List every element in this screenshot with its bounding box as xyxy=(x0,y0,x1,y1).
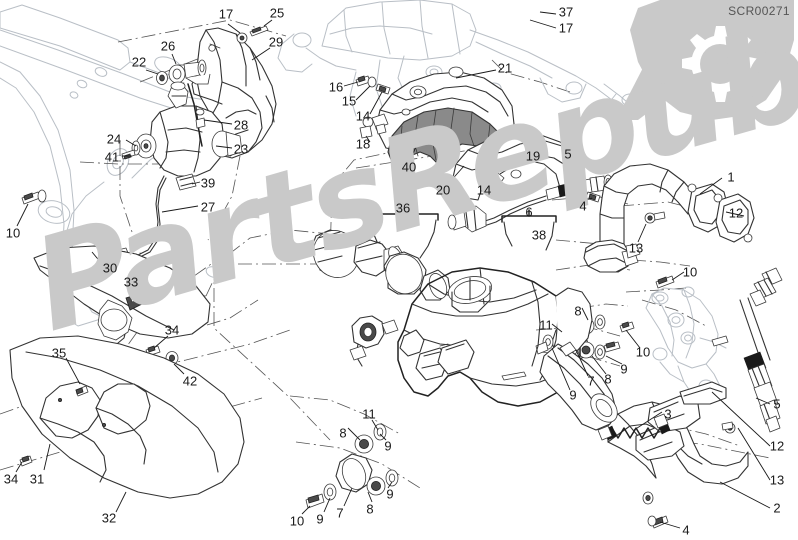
callout-number[interactable]: 8 xyxy=(366,501,374,517)
part-31-bracket-35-screw xyxy=(75,385,89,397)
part-4-bolt-washer-upper xyxy=(573,190,601,203)
callout-number[interactable]: 36 xyxy=(395,200,411,216)
callout-number[interactable]: 42 xyxy=(182,373,198,389)
part-23-valve-assembly xyxy=(81,81,243,279)
callout-number[interactable]: 38 xyxy=(531,227,547,243)
silencer-main-body xyxy=(397,267,593,407)
silencer-inlet-pipes xyxy=(311,229,451,301)
callout-number[interactable]: 18 xyxy=(355,136,371,152)
part-16-15-14-18-fasteners xyxy=(355,75,391,139)
callout-number[interactable]: 25 xyxy=(269,5,285,21)
callout-number[interactable]: 26 xyxy=(160,38,176,54)
callout-number[interactable]: 8 xyxy=(339,425,347,441)
part-8-clamp-right xyxy=(583,239,641,273)
callout-number[interactable]: 34 xyxy=(164,322,180,338)
drawing-id-label: SCR00271 xyxy=(728,4,790,18)
callout-number[interactable]: 37 xyxy=(558,4,574,20)
callout-number[interactable]: 10 xyxy=(5,225,21,241)
callout-number[interactable]: 22 xyxy=(131,54,147,70)
part-32-heat-shield-lower xyxy=(9,335,245,499)
part-25-17-bolt-washer xyxy=(236,25,269,44)
callout-number[interactable]: 17 xyxy=(558,20,574,36)
callout-number[interactable]: 23 xyxy=(233,141,249,157)
callout-number[interactable]: 34 xyxy=(3,471,19,487)
callout-number[interactable]: 9 xyxy=(316,511,324,527)
callout-number[interactable]: 29 xyxy=(268,34,284,50)
callout-number[interactable]: 10 xyxy=(682,264,698,280)
part-2-exhaust-manifold xyxy=(607,381,749,529)
callout-number[interactable]: 14 xyxy=(476,182,492,198)
callout-number[interactable]: 12 xyxy=(769,438,785,454)
part-13-bolt-upper xyxy=(644,211,666,224)
callout-number[interactable]: 11 xyxy=(539,317,553,333)
callout-number[interactable]: 32 xyxy=(101,510,117,526)
part-6-38-bracket xyxy=(501,209,557,251)
part-19-14-screws xyxy=(485,167,507,191)
part-5-lambda-sensor-lower xyxy=(739,267,783,433)
callout-number[interactable]: 7 xyxy=(587,373,595,389)
callout-number[interactable]: 30 xyxy=(102,260,118,276)
silencer-sensor-boss xyxy=(349,315,399,367)
callout-number[interactable]: 14 xyxy=(355,108,371,124)
callout-number[interactable]: 41 xyxy=(104,149,120,165)
callout-number[interactable]: 2 xyxy=(773,500,781,516)
part-10-bolt-left xyxy=(21,189,47,205)
part-40-shaded-heat-shield xyxy=(387,107,519,169)
callout-number[interactable]: 31 xyxy=(29,471,45,487)
callout-number[interactable]: 10 xyxy=(635,344,651,360)
callout-number[interactable]: 35 xyxy=(51,345,67,361)
callout-number[interactable]: 24 xyxy=(106,131,122,147)
callout-number[interactable]: 1 xyxy=(727,169,735,185)
callout-number[interactable]: 12 xyxy=(728,205,744,221)
callout-number[interactable]: 33 xyxy=(123,274,139,290)
callout-number[interactable]: 19 xyxy=(525,148,541,164)
part-22-26-spacers xyxy=(156,59,211,85)
part-30-heat-shield xyxy=(33,245,211,391)
callout-number[interactable]: 3 xyxy=(664,406,672,422)
part-5-lambda-sensor-upper xyxy=(447,174,613,233)
callout-number[interactable]: 21 xyxy=(497,60,513,76)
callout-number[interactable]: 5 xyxy=(564,146,572,162)
callout-number[interactable]: 40 xyxy=(401,159,417,175)
callout-number[interactable]: 39 xyxy=(200,175,216,191)
callout-number[interactable]: 10 xyxy=(289,513,305,529)
callout-number[interactable]: 4 xyxy=(682,522,690,538)
callout-number[interactable]: 16 xyxy=(328,79,344,95)
callout-number[interactable]: 6 xyxy=(525,204,533,220)
callout-number[interactable]: 8 xyxy=(574,303,582,319)
callout-number[interactable]: 9 xyxy=(384,438,392,454)
callout-number[interactable]: 11 xyxy=(362,406,376,422)
callout-number[interactable]: 7 xyxy=(336,505,344,521)
part-3-spring xyxy=(597,413,671,441)
callout-number[interactable]: 28 xyxy=(233,117,249,133)
callout-number[interactable]: 27 xyxy=(200,199,216,215)
callout-number[interactable]: 17 xyxy=(218,6,234,22)
callout-number[interactable]: 20 xyxy=(435,182,451,198)
part-7-8-9-10-11-hanger-center xyxy=(305,423,399,509)
leader-lines xyxy=(15,11,771,529)
callout-number[interactable]: 9 xyxy=(386,486,394,502)
part-33-clip xyxy=(125,293,143,311)
callout-number[interactable]: 13 xyxy=(769,472,785,488)
part-10-bolts-right xyxy=(619,275,675,333)
callout-number[interactable]: 4 xyxy=(579,198,587,214)
callout-number[interactable]: 9 xyxy=(569,387,577,403)
callout-number[interactable]: 15 xyxy=(341,93,357,109)
callout-number[interactable]: 5 xyxy=(773,396,781,412)
callout-number[interactable]: 8 xyxy=(604,371,612,387)
callout-number[interactable]: 9 xyxy=(620,361,628,377)
callout-number[interactable]: 13 xyxy=(628,240,644,256)
